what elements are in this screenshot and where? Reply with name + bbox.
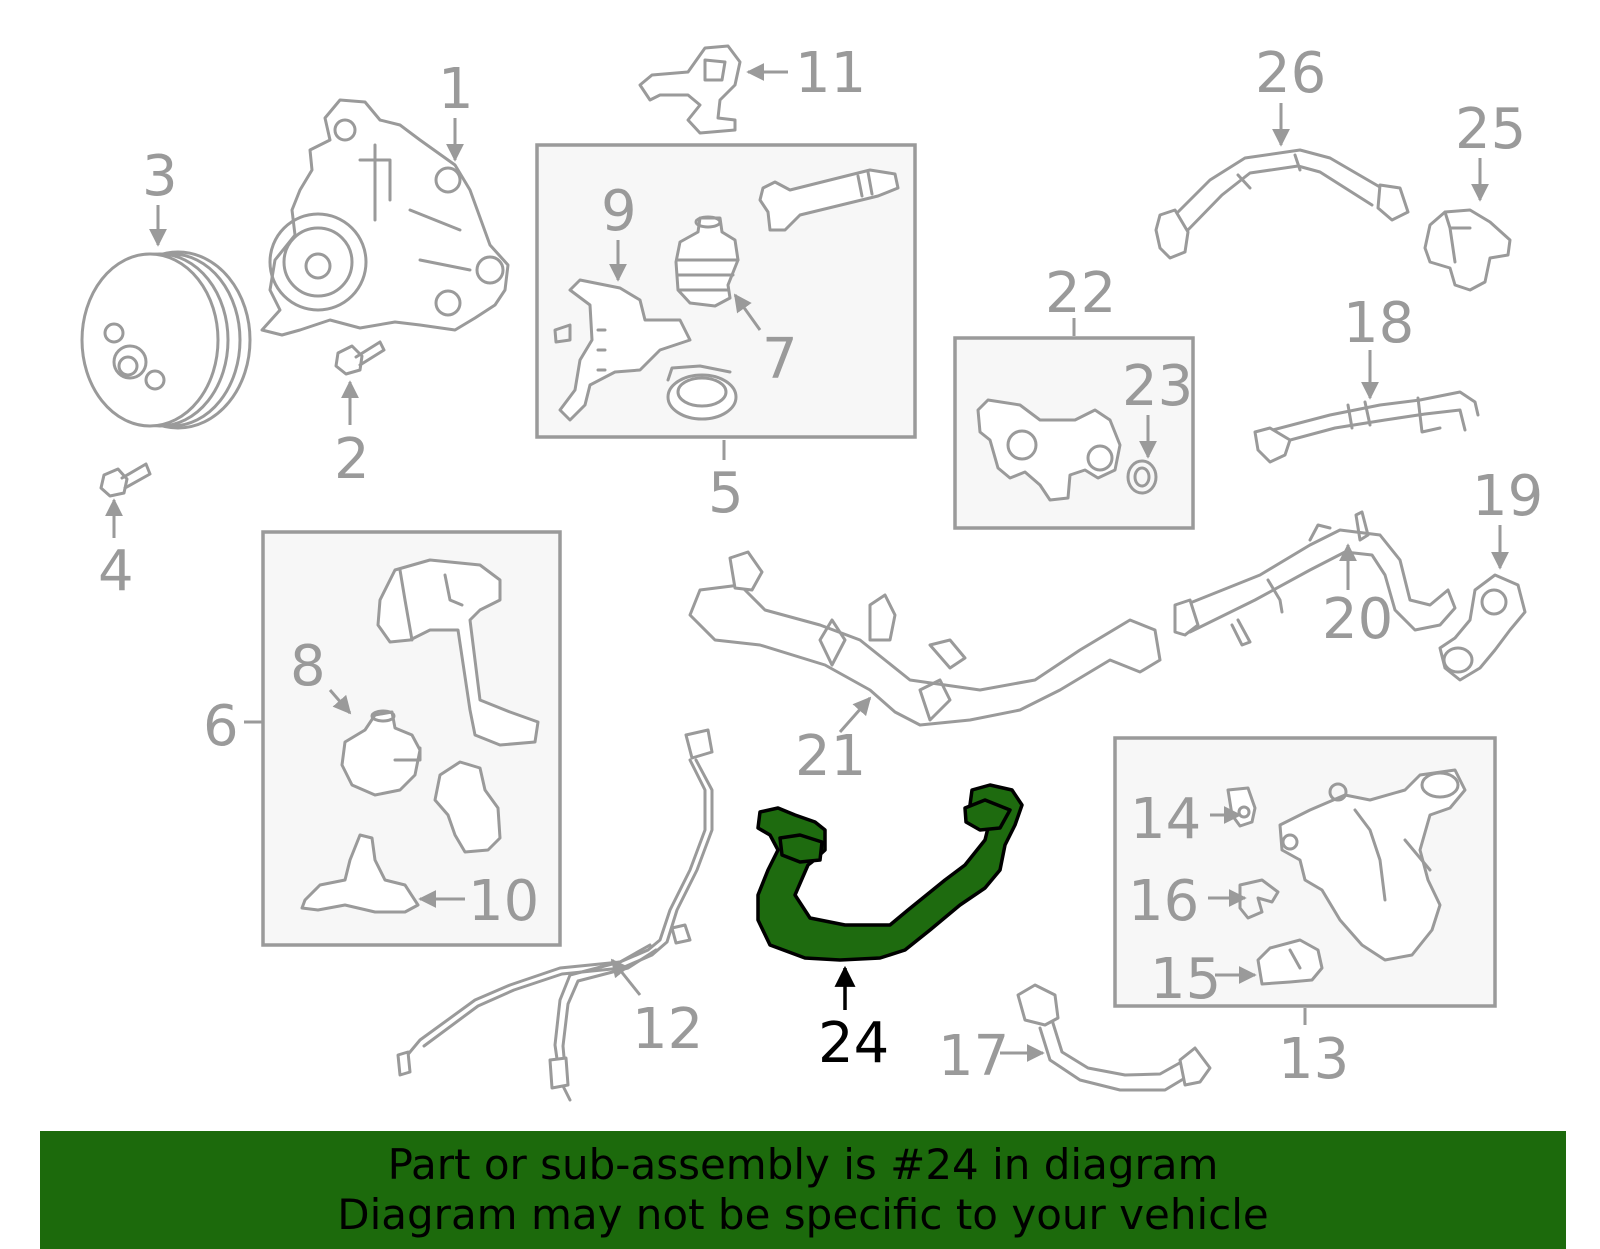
callout-17: 17 <box>938 1024 1009 1089</box>
callout-2: 2 <box>334 427 370 492</box>
callout-1: 1 <box>438 57 474 122</box>
part-21-pipe <box>688 550 1162 727</box>
part-24-hose <box>756 783 1024 962</box>
callout-19: 19 <box>1472 464 1543 529</box>
part-5-hose <box>758 168 900 232</box>
callout-24: 24 <box>818 1011 889 1076</box>
callout-3: 3 <box>142 144 178 209</box>
callout-7: 7 <box>762 327 798 392</box>
leader-lines <box>105 63 1509 1062</box>
part-6-clamp <box>433 760 502 854</box>
part-6-hose <box>376 558 540 747</box>
part-19-fitting <box>1438 573 1527 682</box>
banner-line-2: Diagram may not be specific to your vehi… <box>337 1190 1269 1239</box>
callout-12: 12 <box>632 997 703 1062</box>
callout-26: 26 <box>1255 41 1326 106</box>
part-12-wire-harness <box>396 728 714 1102</box>
callout-20: 20 <box>1322 587 1393 652</box>
part-20-pipe <box>1173 510 1457 647</box>
callout-25: 25 <box>1455 97 1526 162</box>
callout-5: 5 <box>708 461 744 526</box>
part-8-pump <box>340 709 422 797</box>
banner-line-1: Part or sub-assembly is #24 in diagram <box>387 1140 1219 1189</box>
part-17-hose <box>1016 983 1212 1092</box>
part-23-gasket <box>1126 459 1158 495</box>
part-25-valve <box>1423 208 1512 292</box>
callout-8: 8 <box>290 634 326 699</box>
part-5-seal-ring <box>666 364 738 421</box>
info-banner: Part or sub-assembly is #24 in diagram D… <box>40 1131 1566 1249</box>
part-4-bolt <box>99 462 152 498</box>
callout-14: 14 <box>1130 787 1201 852</box>
part-7-pump <box>674 215 740 308</box>
callout-9: 9 <box>601 179 637 244</box>
part-10-bracket <box>300 833 420 914</box>
part-9-bracket <box>553 278 692 422</box>
part-16-clip <box>1238 878 1280 920</box>
callout-13: 13 <box>1278 1027 1349 1092</box>
part-22-housing <box>976 398 1122 502</box>
callout-16: 16 <box>1128 869 1199 934</box>
part-18-hose <box>1253 390 1480 464</box>
callout-11: 11 <box>795 41 866 106</box>
callout-23: 23 <box>1122 354 1193 419</box>
part-3-pulley <box>80 250 252 430</box>
part-2-bolt <box>334 340 386 376</box>
callout-21: 21 <box>795 724 866 789</box>
callout-6: 6 <box>203 694 239 759</box>
part-13-housing <box>1278 768 1467 962</box>
part-1-water-pump <box>260 98 510 337</box>
callout-15: 15 <box>1150 947 1221 1012</box>
part-11-clamp <box>638 44 742 135</box>
callout-22: 22 <box>1045 261 1116 326</box>
part-26-hose <box>1154 148 1410 260</box>
callout-10: 10 <box>468 869 539 934</box>
callout-4: 4 <box>98 539 134 604</box>
callout-18: 18 <box>1343 291 1414 356</box>
part-15-sensor <box>1256 938 1324 986</box>
callout-labels: 1 2 3 4 5 6 7 8 9 10 11 12 13 14 15 16 1… <box>98 41 1543 1092</box>
